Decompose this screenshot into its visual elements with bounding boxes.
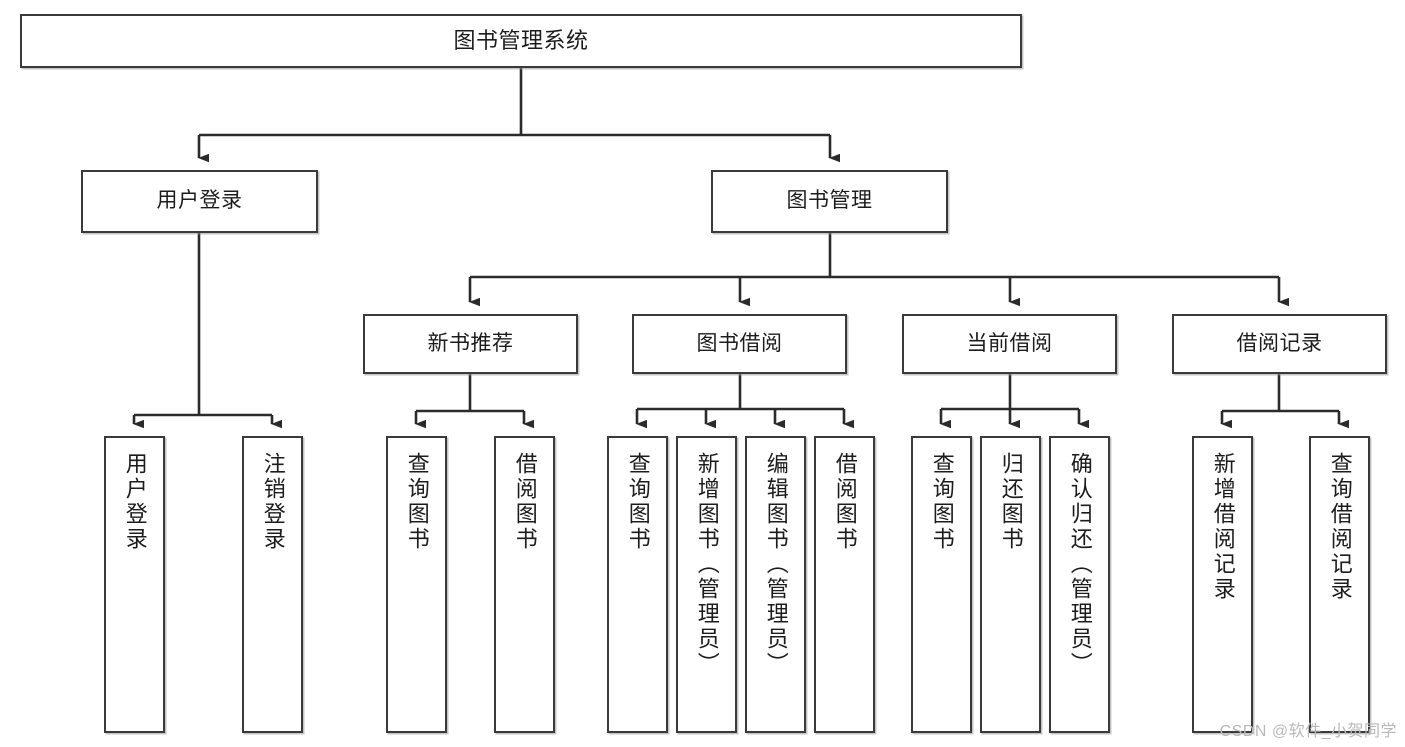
node-label: 注销登录 [260, 452, 286, 552]
leaf-return-book[interactable]: 归还图书 [980, 436, 1041, 733]
node-label: 新增借阅记录 [1210, 452, 1236, 602]
leaf-add-book-admin[interactable]: 新增图书（管理员） [676, 436, 737, 733]
leaf-confirm-return-admin[interactable]: 确认归还（管理员） [1049, 436, 1110, 733]
leaf-query-book-current[interactable]: 查询图书 [911, 436, 972, 733]
node-current-borrow[interactable]: 当前借阅 [902, 314, 1117, 374]
leaf-query-borrow-record[interactable]: 查询借阅记录 [1309, 436, 1370, 733]
node-label: 查询借阅记录 [1327, 452, 1353, 602]
node-new-book-recommend[interactable]: 新书推荐 [363, 314, 578, 374]
node-book-borrow[interactable]: 图书借阅 [632, 314, 847, 374]
node-label: 图书管理系统 [453, 28, 589, 54]
watermark: CSDN @软件_小贺同学 [1219, 723, 1397, 740]
node-label: 新增图书（管理员） [694, 452, 720, 677]
leaf-borrow-book-recommend[interactable]: 借阅图书 [494, 436, 555, 733]
node-label: 用户登录 [156, 189, 243, 213]
node-label: 借阅图书 [832, 452, 858, 552]
node-user-login[interactable]: 用户登录 [81, 170, 318, 233]
node-label: 新书推荐 [427, 331, 514, 355]
node-label: 查询图书 [625, 452, 651, 552]
node-book-management[interactable]: 图书管理 [711, 170, 948, 233]
node-label: 确认归还（管理员） [1067, 452, 1093, 677]
leaf-query-book-recommend[interactable]: 查询图书 [386, 436, 447, 733]
node-label: 查询图书 [404, 452, 430, 552]
leaf-add-borrow-record[interactable]: 新增借阅记录 [1192, 436, 1253, 733]
node-label: 编辑图书（管理员） [763, 452, 789, 677]
node-label: 借阅图书 [512, 452, 538, 552]
node-label: 借阅记录 [1236, 331, 1323, 355]
node-borrow-record[interactable]: 借阅记录 [1172, 314, 1387, 374]
node-label: 归还图书 [998, 452, 1024, 552]
leaf-edit-book-admin[interactable]: 编辑图书（管理员） [745, 436, 806, 733]
leaf-borrow-book[interactable]: 借阅图书 [814, 436, 875, 733]
node-label: 用户登录 [122, 452, 148, 552]
leaf-user-login[interactable]: 用户登录 [104, 436, 165, 733]
node-label: 查询图书 [929, 452, 955, 552]
node-root-system[interactable]: 图书管理系统 [20, 14, 1022, 68]
leaf-query-book-borrow[interactable]: 查询图书 [607, 436, 668, 733]
node-label: 当前借阅 [966, 331, 1053, 355]
node-label: 图书管理 [786, 189, 873, 213]
node-label: 图书借阅 [696, 331, 783, 355]
leaf-logout-login[interactable]: 注销登录 [242, 436, 303, 733]
